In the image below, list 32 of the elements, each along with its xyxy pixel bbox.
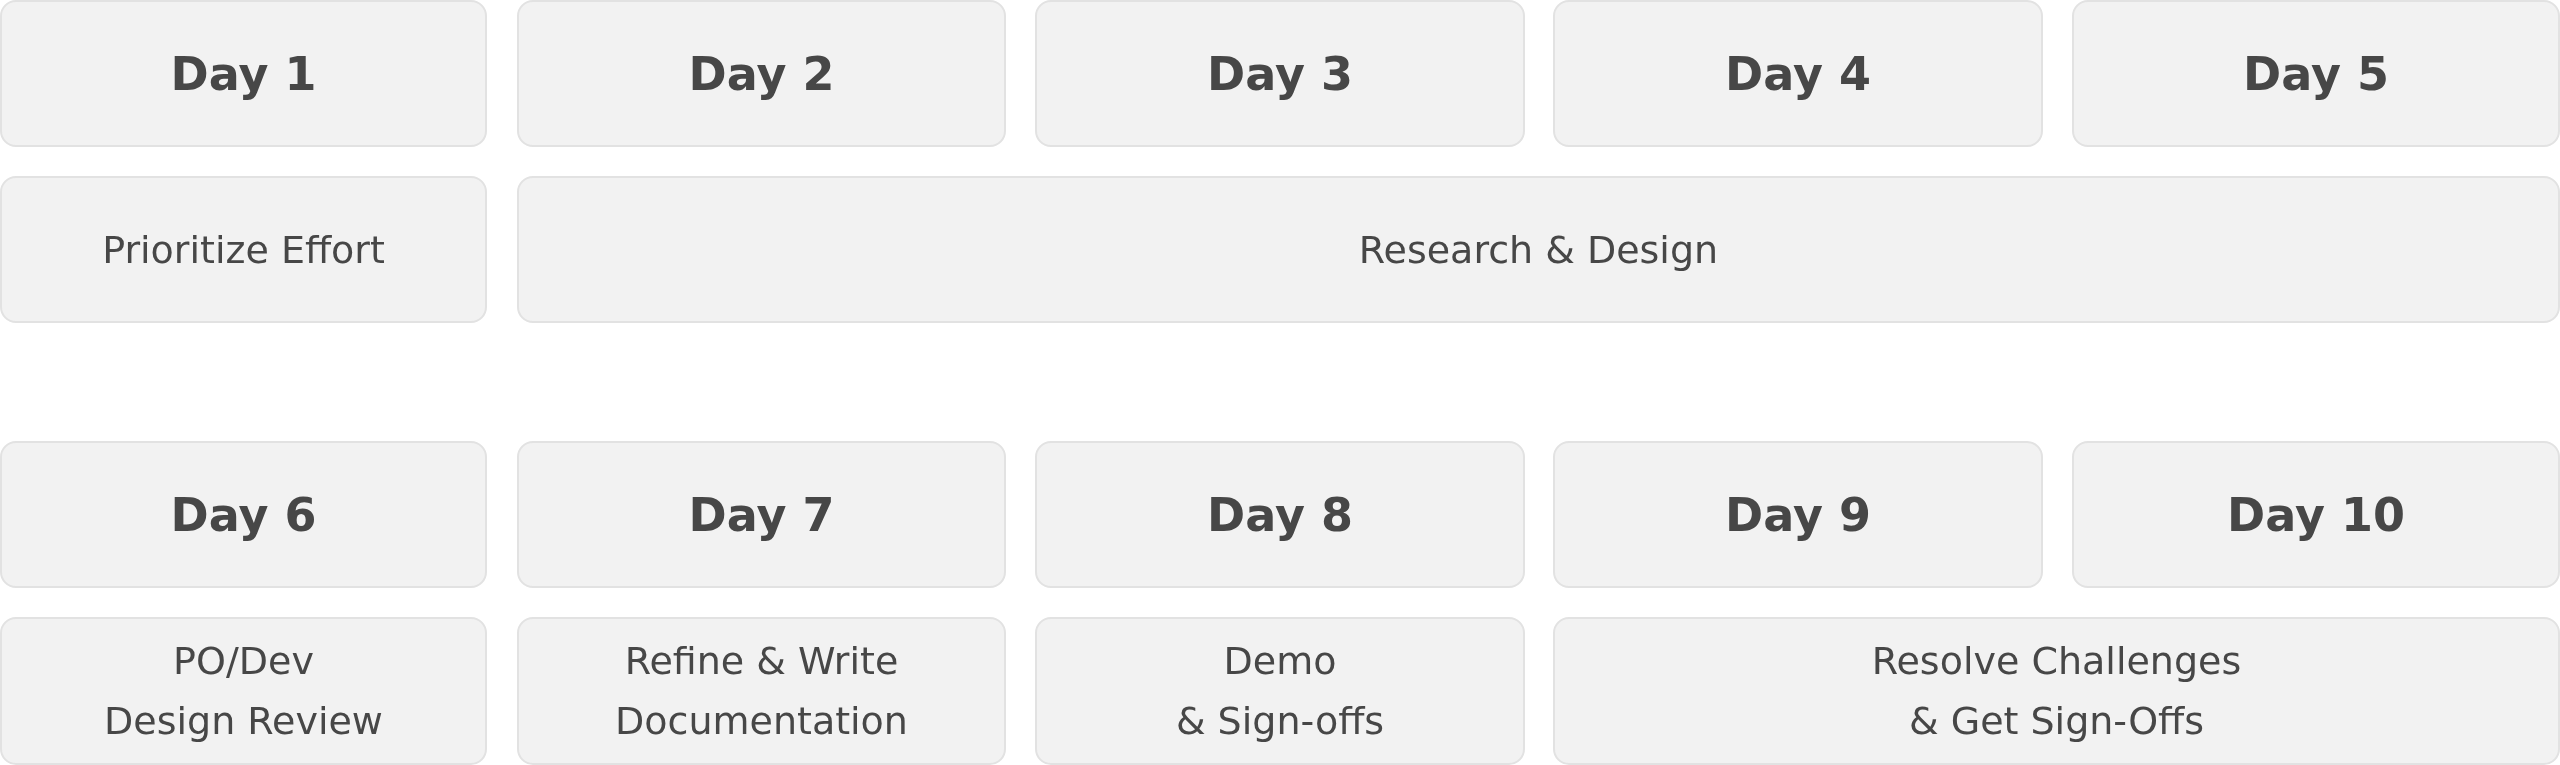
- day-header-card: [517, 0, 1006, 147]
- day-header-card: [1035, 441, 1525, 588]
- task-label: Resolve Challenges & Get Sign-Offs: [1871, 638, 2242, 745]
- day-label: Day 4: [1725, 45, 1871, 102]
- day-label: Day 7: [688, 486, 835, 543]
- task-card: [0, 617, 487, 765]
- day-label: Day 10: [2227, 486, 2405, 543]
- task-card: [1553, 617, 2560, 765]
- task-label: Prioritize Effort: [102, 226, 385, 274]
- day-label: Day 8: [1207, 486, 1353, 543]
- day-label: Day 2: [688, 45, 835, 102]
- day-label: Day 5: [2243, 45, 2389, 102]
- task-card: [517, 176, 2560, 323]
- task-label: Demo & Sign-offs: [1175, 638, 1385, 745]
- day-header-card: [1553, 441, 2043, 588]
- day-header-card: [0, 0, 487, 147]
- day-header-card: [517, 441, 1006, 588]
- day-header-card: [2072, 0, 2560, 147]
- day-header-card: [2072, 441, 2560, 588]
- task-label: Refine & Write Documentation: [615, 638, 908, 745]
- task-label: Research & Design: [1358, 226, 1719, 274]
- day-header-card: [1035, 0, 1525, 147]
- day-header-card: [1553, 0, 2043, 147]
- task-card: [0, 176, 487, 323]
- task-card: [517, 617, 1006, 765]
- task-card: [1035, 617, 1525, 765]
- day-label: Day 3: [1207, 45, 1353, 102]
- day-label: Day 1: [170, 45, 317, 102]
- day-label: Day 6: [170, 486, 317, 543]
- day-label: Day 9: [1725, 486, 1871, 543]
- task-label: PO/Dev Design Review: [104, 638, 383, 745]
- day-header-card: [0, 441, 487, 588]
